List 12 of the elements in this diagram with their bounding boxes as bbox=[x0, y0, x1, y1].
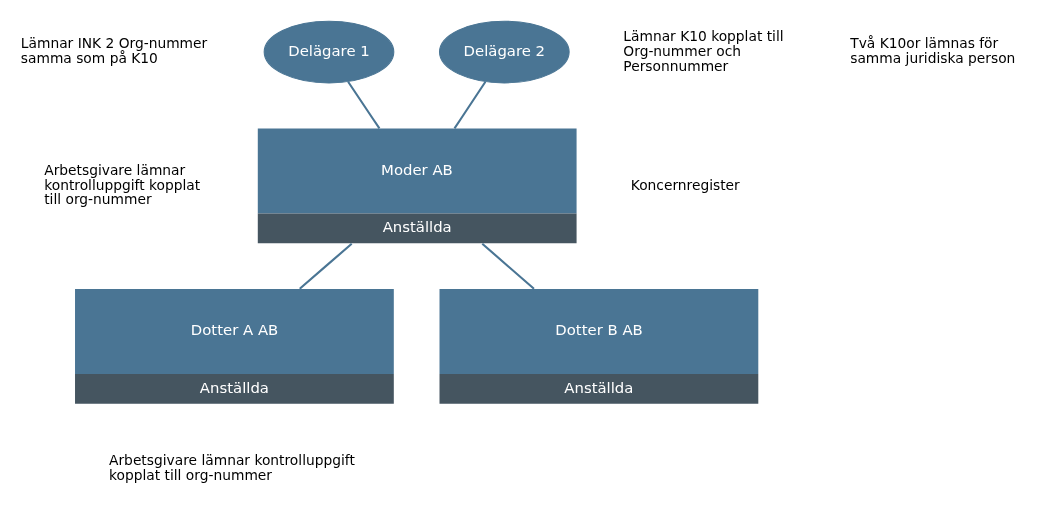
connector bbox=[453, 81, 487, 130]
connector bbox=[299, 242, 353, 290]
label: Arbetsgivare lämnar kontrolluppgift kopplat till org-nummer bbox=[109, 451, 355, 483]
node-ellipse: Delägare 2 bbox=[439, 20, 570, 84]
connector bbox=[481, 242, 535, 290]
label: Koncernregister bbox=[630, 176, 740, 193]
label: Lämnar K10 kopplat till Org-nummer och Personnummer bbox=[623, 27, 784, 74]
label: Två K10or lämnas för samma juridiska person bbox=[850, 35, 1016, 67]
connector bbox=[347, 81, 381, 130]
label: Lämnar INK 2 Org-nummer samma som på K10 bbox=[20, 35, 208, 67]
label: Arbetsgivare lämnar kontrolluppgift kopplat till org-nummer bbox=[44, 161, 201, 208]
node-ellipse: Delägare 1 bbox=[263, 20, 395, 84]
